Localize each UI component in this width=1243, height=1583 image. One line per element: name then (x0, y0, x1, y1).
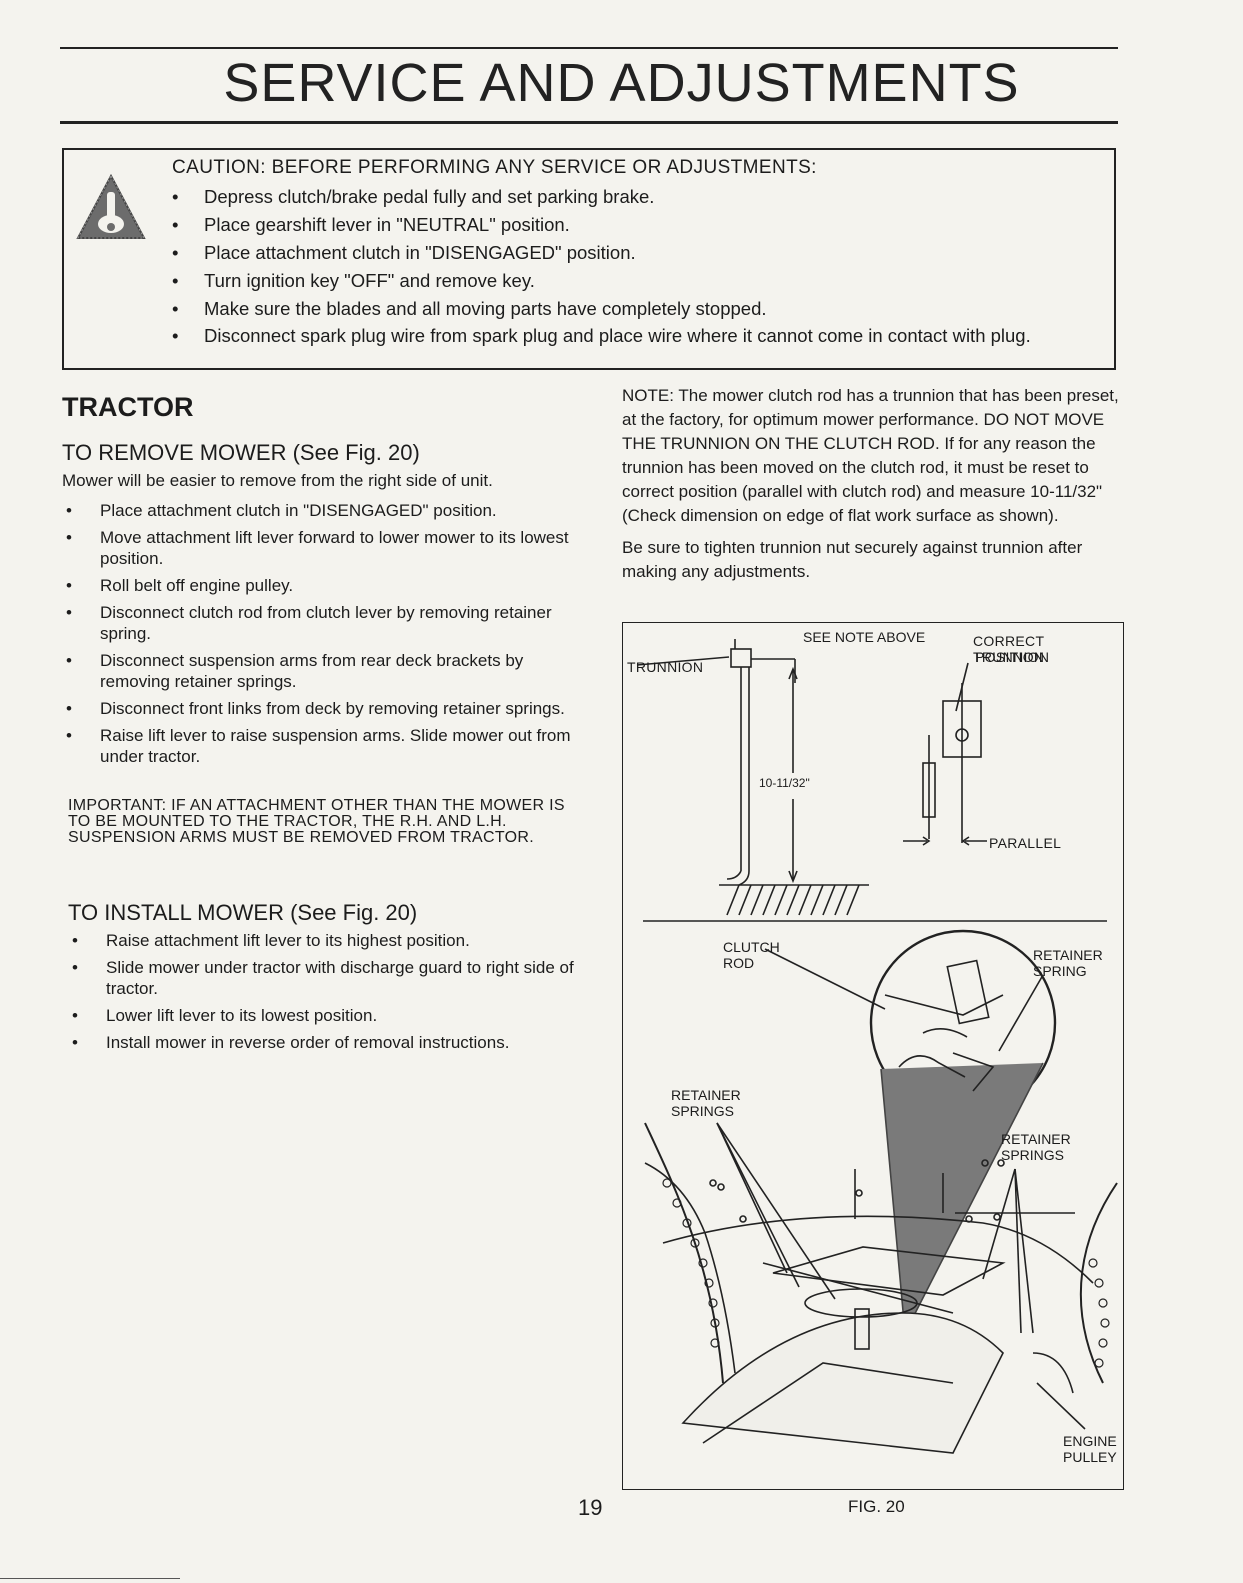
caution-item: Place attachment clutch in "DISENGAGED" … (172, 243, 1107, 264)
remove-intro: Mower will be easier to remove from the … (62, 471, 493, 490)
install-steps-list: Raise attachment lift lever to its highe… (68, 930, 578, 1059)
label-spring: SPRING (1033, 963, 1087, 979)
install-step: Lower lift lever to its lowest position. (68, 1005, 578, 1026)
tractor-heading: TRACTOR (62, 392, 194, 422)
label-retainer-springs-left: RETAINER (671, 1087, 741, 1103)
install-step: Raise attachment lift lever to its highe… (68, 930, 578, 951)
remove-step: Roll belt off engine pulley. (62, 575, 574, 596)
label-trunnion: TRUNNION (627, 659, 704, 675)
note-block: NOTE: The mower clutch rod has a trunnio… (622, 384, 1124, 584)
caution-list: Depress clutch/brake pedal fully and set… (172, 187, 1107, 353)
remove-mower-heading: TO REMOVE MOWER (See Fig. 20) (62, 440, 420, 465)
page-number: 19 (578, 1495, 603, 1520)
install-step: Slide mower under tractor with discharge… (68, 957, 578, 999)
label-retainer-spring: RETAINER (1033, 947, 1103, 963)
label-springs-right: SPRINGS (1001, 1147, 1065, 1163)
remove-step: Disconnect clutch rod from clutch lever … (62, 602, 574, 644)
remove-step: Raise lift lever to raise suspension arm… (62, 725, 574, 767)
caution-item: Depress clutch/brake pedal fully and set… (172, 187, 1107, 208)
title-underline (60, 121, 1118, 124)
label-springs-left: SPRINGS (671, 1103, 735, 1119)
caution-box: CAUTION: BEFORE PERFORMING ANY SERVICE O… (62, 148, 1116, 370)
caution-item: Place gearshift lever in "NEUTRAL" posit… (172, 215, 1107, 236)
label-engine: ENGINE (1063, 1433, 1117, 1449)
caution-item: Turn ignition key "OFF" and remove key. (172, 271, 1107, 292)
label-pulley: PULLEY (1063, 1449, 1117, 1465)
remove-step: Disconnect front links from deck by remo… (62, 698, 574, 719)
label-position: POSITION (975, 649, 1045, 665)
remove-step: Disconnect suspension arms from rear dec… (62, 650, 574, 692)
label-rod: ROD (723, 955, 755, 971)
figure-20: SEE NOTE ABOVE CORRECT TRUNNION POSITION… (622, 622, 1124, 1490)
install-mower-heading: TO INSTALL MOWER (See Fig. 20) (68, 900, 418, 925)
warning-triangle-icon (76, 173, 146, 239)
label-dimension: 10-11/32" (759, 776, 810, 790)
label-retainer-springs-right: RETAINER (1001, 1131, 1071, 1147)
remove-steps-list: Place attachment clutch in "DISENGAGED" … (62, 500, 574, 773)
footer-mark (0, 1578, 180, 1579)
note-paragraph-1: NOTE: The mower clutch rod has a trunnio… (622, 386, 1119, 525)
label-clutch: CLUTCH (723, 939, 780, 955)
figure-caption: FIG. 20 (848, 1497, 905, 1516)
install-step: Install mower in reverse order of remova… (68, 1032, 578, 1053)
label-parallel: PARALLEL (989, 835, 1062, 851)
top-rule (60, 47, 1118, 49)
figure-20-drawing (636, 639, 1118, 1454)
caution-title: CAUTION: BEFORE PERFORMING ANY SERVICE O… (172, 157, 817, 178)
caution-item: Disconnect spark plug wire from spark pl… (172, 326, 1107, 345)
page-title: SERVICE AND ADJUSTMENTS (223, 53, 1020, 113)
note-paragraph-2: Be sure to tighten trunnion nut securely… (622, 538, 1083, 581)
important-note: IMPORTANT: IF AN ATTACHMENT OTHER THAN T… (68, 797, 565, 846)
label-correct-trunnion: CORRECT TRUNNION (973, 633, 1050, 665)
remove-step: Move attachment lift lever forward to lo… (62, 527, 574, 569)
remove-step: Place attachment clutch in "DISENGAGED" … (62, 500, 574, 521)
caution-item: Make sure the blades and all moving part… (172, 299, 1107, 320)
label-see-note: SEE NOTE ABOVE (803, 629, 926, 645)
